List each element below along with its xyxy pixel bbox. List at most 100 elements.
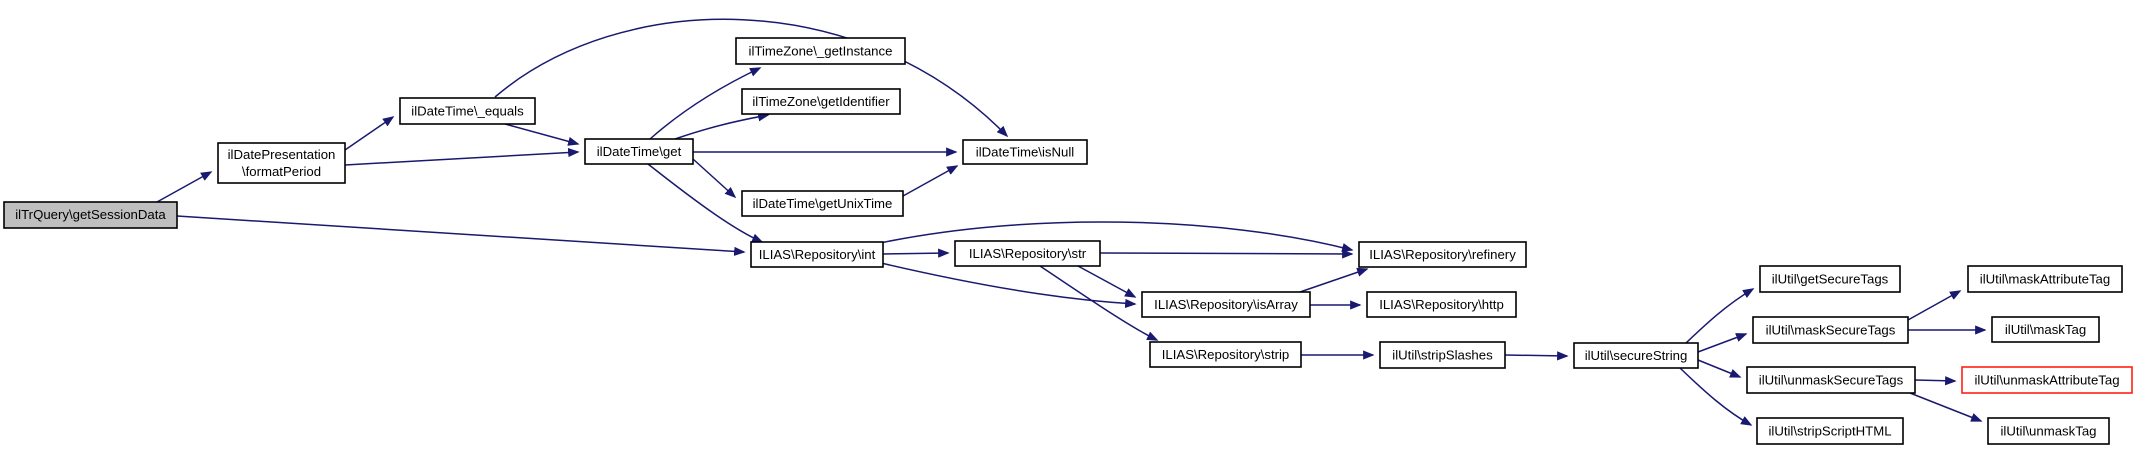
node-ilUtil-secureString[interactable]: ilUtil\secureString bbox=[1573, 342, 1699, 369]
node-ilUtil-getSecureTags[interactable]: ilUtil\getSecureTags bbox=[1759, 265, 1901, 293]
edge-isArray-refinery bbox=[1299, 267, 1369, 293]
node-box bbox=[217, 142, 346, 184]
node-box bbox=[750, 241, 884, 268]
node-ilDateTime-equals[interactable]: ilDateTime\_equals bbox=[399, 97, 536, 125]
edge-secureString-unmaskSecureTags bbox=[1697, 359, 1742, 378]
node-box bbox=[962, 139, 1088, 165]
node-box bbox=[1967, 265, 2123, 293]
node-ilUtil-maskTag[interactable]: ilUtil\maskTag bbox=[1991, 316, 2100, 343]
node-label: ilUtil\maskSecureTags bbox=[1766, 323, 1896, 338]
node-ilTimeZone-getIdentifier[interactable]: ilTimeZone\getIdentifier bbox=[741, 88, 901, 115]
edge-getUnixTime-isNull bbox=[902, 165, 959, 197]
node-label: ilUtil\unmaskAttributeTag bbox=[1974, 373, 2119, 388]
node-label: ilUtil\getSecureTags bbox=[1772, 272, 1889, 287]
node-label: ilDateTime\_equals bbox=[411, 104, 524, 119]
node-label: ILIAS\Repository\http bbox=[1379, 297, 1504, 312]
node-ilUtil-unmaskAttributeTag[interactable]: ilUtil\unmaskAttributeTag bbox=[1961, 366, 2133, 394]
node-label: ilDateTime\isNull bbox=[976, 145, 1075, 160]
node-label: ILIAS\Repository\strip bbox=[1162, 347, 1290, 362]
node-ILIAS-Repository-str[interactable]: ILIAS\Repository\str bbox=[954, 240, 1101, 267]
node-layer: ilTrQuery\getSessionData ilDatePresentat… bbox=[3, 37, 2133, 445]
node-ilUtil-stripSlashes[interactable]: ilUtil\stripSlashes bbox=[1379, 341, 1506, 369]
edge-layer bbox=[156, 18, 1987, 426]
node-box bbox=[3, 201, 178, 229]
node-box bbox=[1149, 341, 1302, 368]
node-label: ilTrQuery\getSessionData bbox=[15, 207, 166, 222]
node-box bbox=[584, 138, 694, 165]
node-ilTimeZone-getInstance[interactable]: ilTimeZone\_getInstance bbox=[735, 37, 906, 65]
node-label: ilUtil\stripScriptHTML bbox=[1768, 424, 1891, 439]
node-label-line2: \formatPeriod bbox=[242, 164, 321, 179]
node-label: ilDateTime\get bbox=[597, 144, 682, 159]
node-label: ilTimeZone\_getInstance bbox=[749, 44, 893, 59]
edge-getSessionData-int bbox=[176, 215, 746, 256]
node-box bbox=[1991, 316, 2100, 343]
node-label: ilTimeZone\getIdentifier bbox=[752, 94, 890, 109]
edge-secureString-getSecureTags bbox=[1685, 288, 1755, 344]
node-label: ilUtil\maskAttributeTag bbox=[1980, 272, 2110, 287]
node-ilUtil-stripScriptHTML[interactable]: ilUtil\stripScriptHTML bbox=[1756, 417, 1904, 445]
edge-get-getInstance bbox=[649, 67, 762, 140]
node-box bbox=[954, 240, 1101, 267]
node-ilDateTime-getUnixTime[interactable]: ilDateTime\getUnixTime bbox=[741, 190, 904, 217]
node-label: ilUtil\stripSlashes bbox=[1392, 348, 1493, 363]
edge-stripSlashes-secureString bbox=[1504, 351, 1569, 361]
node-ilTrQuery-getSessionData: ilTrQuery\getSessionData bbox=[3, 201, 178, 229]
node-label: ilUtil\unmaskTag bbox=[2000, 424, 2096, 439]
node-ilUtil-maskAttributeTag[interactable]: ilUtil\maskAttributeTag bbox=[1967, 265, 2123, 293]
node-box bbox=[1366, 291, 1517, 318]
node-box bbox=[1141, 291, 1311, 318]
node-label: ILIAS\Repository\str bbox=[969, 246, 1087, 261]
node-box bbox=[741, 88, 901, 115]
node-label: ILIAS\Repository\refinery bbox=[1369, 247, 1516, 262]
edge-formatPeriod-get bbox=[344, 147, 580, 166]
node-box bbox=[1358, 241, 1527, 268]
edge-getSessionData-formatPeriod bbox=[156, 171, 213, 203]
node-ILIAS-Repository-strip[interactable]: ILIAS\Repository\strip bbox=[1149, 341, 1302, 368]
edge-unmaskSecureTags-unmaskAttributeTag bbox=[1914, 376, 1957, 386]
node-ILIAS-Repository-refinery[interactable]: ILIAS\Repository\refinery bbox=[1358, 241, 1527, 268]
node-ilUtil-maskSecureTags[interactable]: ilUtil\maskSecureTags bbox=[1752, 316, 1909, 344]
node-ILIAS-Repository-int[interactable]: ILIAS\Repository\int bbox=[750, 241, 884, 268]
node-label: ilUtil\maskTag bbox=[2005, 322, 2086, 337]
node-label: ilDateTime\getUnixTime bbox=[753, 196, 893, 211]
edge-unmaskSecureTags-unmaskTag bbox=[1909, 392, 1983, 422]
node-label: ILIAS\Repository\int bbox=[759, 247, 876, 262]
edge-str-refinery bbox=[1099, 249, 1354, 259]
edge-equals-isNull bbox=[494, 18, 1009, 138]
node-box bbox=[741, 190, 904, 217]
edge-get-getIdentifier bbox=[674, 112, 770, 140]
node-ilUtil-unmaskTag[interactable]: ilUtil\unmaskTag bbox=[1987, 417, 2110, 445]
edge-str-strip bbox=[1039, 265, 1159, 341]
node-ilDatePresentation-formatPeriod[interactable]: ilDatePresentation \formatPeriod bbox=[217, 142, 346, 184]
node-box bbox=[1756, 417, 1904, 445]
node-box bbox=[399, 97, 536, 125]
node-box bbox=[735, 37, 906, 65]
node-box bbox=[1746, 366, 1916, 394]
node-ILIAS-Repository-http[interactable]: ILIAS\Repository\http bbox=[1366, 291, 1517, 318]
node-box bbox=[1573, 342, 1699, 369]
node-ilDateTime-get[interactable]: ilDateTime\get bbox=[584, 138, 694, 165]
edge-secureString-maskSecureTags bbox=[1697, 333, 1748, 353]
edge-get-getUnixTime bbox=[692, 158, 737, 199]
edge-int-isArray bbox=[880, 262, 1137, 308]
edge-int-refinery bbox=[879, 221, 1354, 252]
node-label: ILIAS\Repository\isArray bbox=[1154, 297, 1298, 312]
node-ilUtil-unmaskSecureTags[interactable]: ilUtil\unmaskSecureTags bbox=[1746, 366, 1916, 394]
node-ilDateTime-isNull[interactable]: ilDateTime\isNull bbox=[962, 139, 1088, 165]
edge-equals-get bbox=[504, 123, 580, 146]
edge-formatPeriod-equals bbox=[344, 116, 395, 151]
edge-secureString-stripScriptHTML bbox=[1679, 367, 1753, 426]
edge-str-isArray bbox=[1077, 265, 1137, 298]
edge-maskSecureTags-maskAttributeTag bbox=[1907, 290, 1962, 321]
edge-int-str bbox=[882, 248, 950, 258]
edge-get-int bbox=[647, 163, 764, 243]
node-ILIAS-Repository-isArray[interactable]: ILIAS\Repository\isArray bbox=[1141, 291, 1311, 318]
node-label: ilUtil\secureString bbox=[1585, 348, 1688, 363]
node-label-line1: ilDatePresentation bbox=[228, 147, 336, 162]
node-box bbox=[1752, 316, 1909, 344]
node-box bbox=[1961, 366, 2133, 394]
node-box bbox=[1379, 341, 1506, 369]
